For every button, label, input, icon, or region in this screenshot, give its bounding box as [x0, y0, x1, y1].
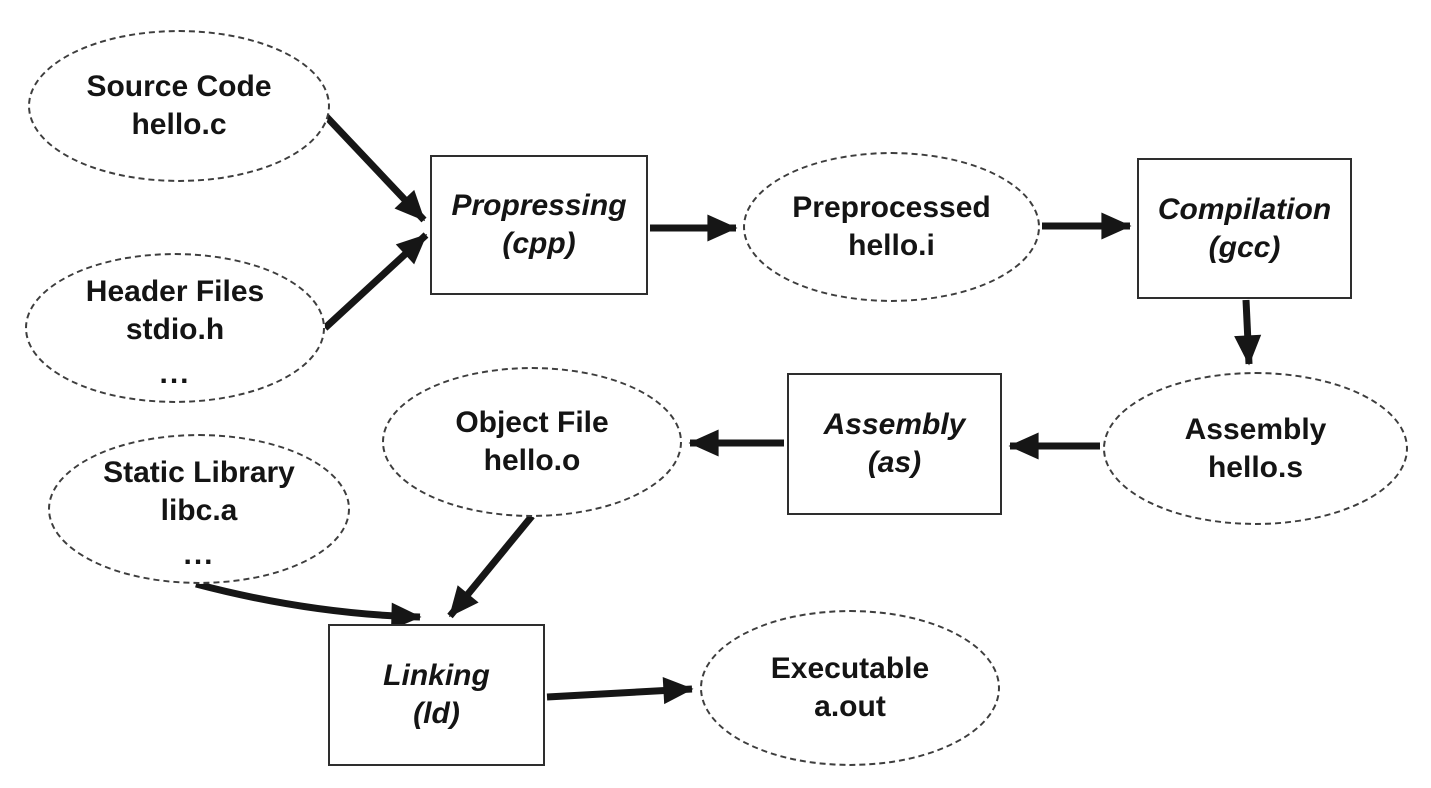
object-filename: hello.o: [483, 444, 581, 477]
edge-header-files-to-preprocessing: [322, 232, 429, 331]
header-files-filename: stdio.h: [125, 313, 225, 346]
assembly-step-label: Assembly: [823, 408, 966, 441]
edge-source-code-to-preprocessing: [319, 109, 427, 223]
static-library-filename: libc.a: [160, 494, 238, 527]
executable-node: Executable a.out: [700, 610, 1000, 766]
header-files-label: Header Files: [85, 275, 265, 308]
edge-compilation-to-assembly-file: [1234, 299, 1262, 366]
static-library-ellipsis: ...: [183, 538, 215, 571]
preprocessed-file-node: Preprocessed hello.i: [743, 152, 1040, 302]
header-files-node: Header Files stdio.h ...: [25, 253, 325, 403]
assembly-file-node: Assembly hello.s: [1103, 372, 1408, 525]
edge-linking-to-executable: [546, 677, 694, 705]
preprocessed-filename: hello.i: [848, 229, 935, 262]
source-code-node: Source Code hello.c: [28, 30, 330, 182]
compilation-step-node: Compilation (gcc): [1137, 158, 1352, 299]
header-files-ellipsis: ...: [159, 357, 191, 390]
executable-filename: a.out: [814, 690, 886, 723]
preprocessing-step-node: Propressing (cpp): [430, 155, 648, 295]
static-library-label: Static Library: [103, 456, 295, 489]
linking-step-label: Linking: [383, 659, 490, 692]
preprocessed-file-label: Preprocessed: [792, 191, 991, 224]
preprocessing-tool: (cpp): [502, 227, 576, 260]
edge-static-library-to-linking: [195, 580, 422, 630]
assembly-filename: hello.s: [1207, 450, 1304, 484]
compilation-tool: (gcc): [1208, 230, 1281, 264]
preprocessing-step-label: Propressing: [451, 189, 627, 222]
edge-object-file-to-linking: [447, 513, 535, 619]
object-file-node: Object File hello.o: [382, 367, 682, 517]
compilation-step-label: Compilation: [1157, 192, 1332, 226]
executable-label: Executable: [770, 652, 930, 685]
linking-step-node: Linking (ld): [328, 624, 545, 766]
assembly-file-label: Assembly: [1184, 412, 1327, 446]
static-library-node: Static Library libc.a ...: [48, 434, 350, 584]
linking-tool: (ld): [413, 697, 460, 730]
assembly-tool: (as): [867, 446, 922, 479]
source-code-label: Source Code: [86, 70, 272, 103]
object-file-label: Object File: [455, 406, 609, 439]
assembly-step-node: Assembly (as): [787, 373, 1002, 515]
source-code-filename: hello.c: [131, 108, 227, 141]
